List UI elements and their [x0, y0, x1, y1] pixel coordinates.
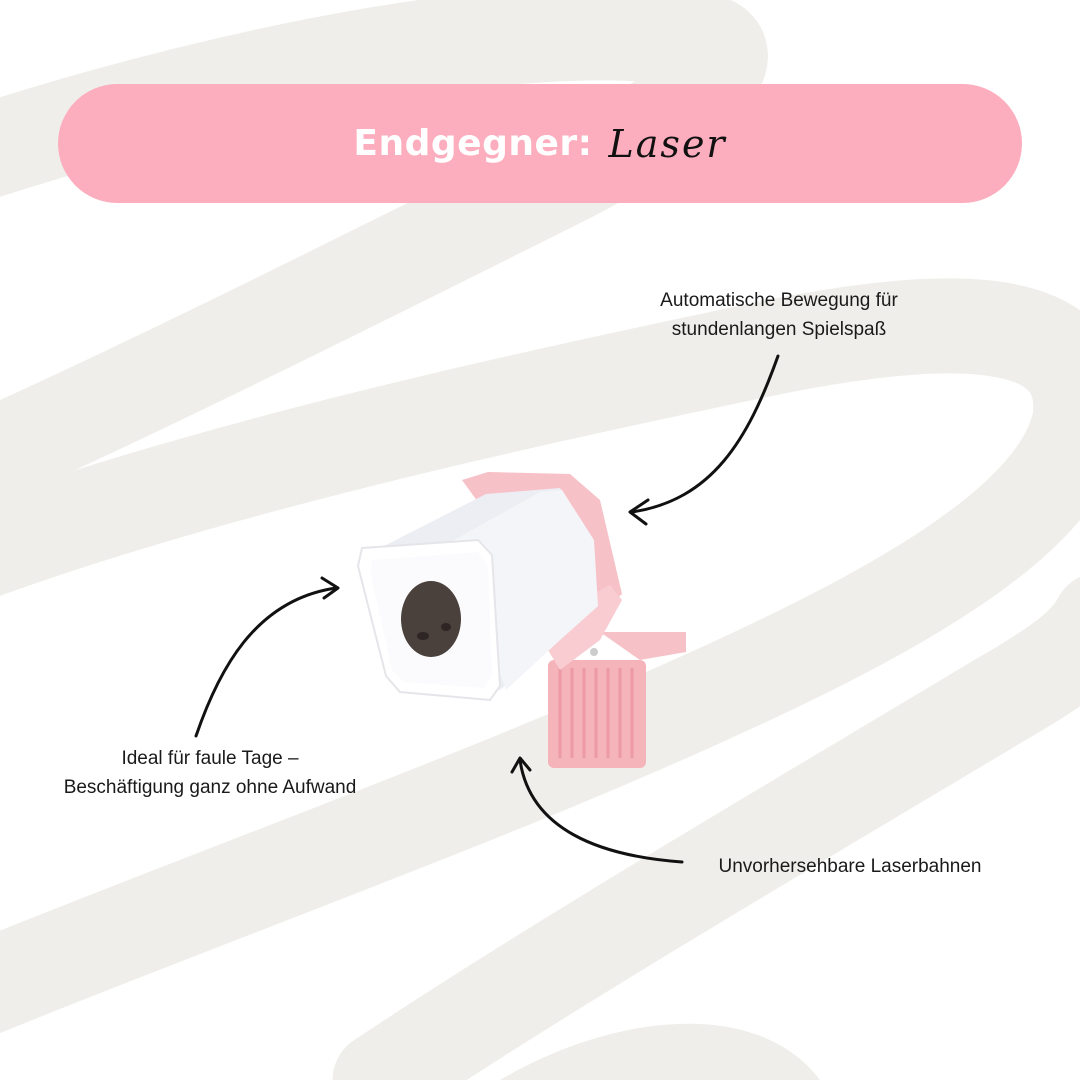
callout-left-line1: Ideal für faule Tage – — [121, 748, 299, 769]
callout-right-line1: Unvorhersehbare Laserbahnen — [718, 856, 982, 877]
callout-laser-paths: Unvorhersehbare Laserbahnen — [690, 852, 1010, 881]
banner-title: Endgegner: — [353, 123, 593, 164]
callout-top-line2: stundenlangen Spielspaß — [671, 319, 887, 340]
callout-top-line1: Automatische Bewegung für — [660, 290, 898, 311]
title-banner: Endgegner: Laser — [58, 84, 1022, 203]
banner-title-accent: Laser — [608, 121, 727, 166]
callout-left-line2: Beschäftigung ganz ohne Aufwand — [63, 777, 357, 798]
callout-lazy-days: Ideal für faule Tage – Beschäftigung gan… — [30, 744, 390, 802]
callout-automatic-movement: Automatische Bewegung für stundenlangen … — [610, 286, 948, 344]
